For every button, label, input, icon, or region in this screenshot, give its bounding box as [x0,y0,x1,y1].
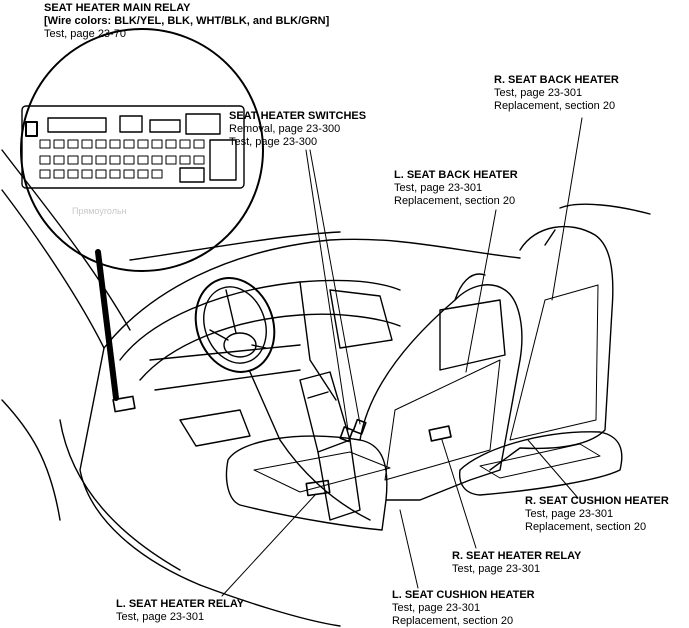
switch-left [339,426,354,443]
leader-l-back [465,209,497,373]
l-back-title: L. SEAT BACK HEATER [394,169,518,181]
switch-right [352,418,367,435]
leader-l-cushion [399,509,419,589]
steering-wheel [194,277,281,441]
leader-r-cushion [527,439,579,499]
switches-removal: Removal, page 23-300 [229,123,341,135]
l-relay-title: L. SEAT HEATER RELAY [116,598,245,610]
r-back-test: Test, page 23-301 [494,87,583,99]
fuse-box-outline [21,105,245,189]
l-cushion-test: Test, page 23-301 [392,602,481,614]
r-relay-label: R. SEAT HEATER RELAY Test, page 23-301 [452,550,581,576]
switches-title: SEAT HEATER SWITCHES [229,110,367,122]
main-relay-label: SEAT HEATER MAIN RELAY [Wire colors: BLK… [44,2,329,41]
l-cushion-title: L. SEAT CUSHION HEATER [392,589,535,601]
switches-test: Test, page 23-300 [229,136,318,148]
main-relay-box [112,395,136,413]
r-relay-title: R. SEAT HEATER RELAY [452,550,582,562]
r-back-heater-label: R. SEAT BACK HEATER Test, page 23-301 Re… [494,74,619,113]
main-relay-highlight [25,121,38,137]
leader-r-back [551,117,583,301]
watermark-text: Прямоугольн [72,206,127,216]
magnifier-circle [20,28,264,272]
main-relay-test: Test, page 23-70 [44,28,126,40]
right-seat [458,225,623,496]
relay-boxes [112,395,452,497]
r-back-replacement: Replacement, section 20 [494,100,616,112]
r-cushion-test: Test, page 23-301 [525,508,614,520]
l-cushion-heater-label: L. SEAT CUSHION HEATER Test, page 23-301… [392,589,535,628]
leader-switches-1 [305,149,349,431]
main-relay-title: SEAT HEATER MAIN RELAY [44,2,191,14]
leader-switches-2 [309,149,361,425]
l-back-replacement: Replacement, section 20 [394,195,516,207]
leader-l-relay [221,493,317,597]
leader-lines [221,117,583,597]
left-seat [225,273,523,531]
r-cushion-heater-label: R. SEAT CUSHION HEATER Test, page 23-301… [525,495,669,534]
car-body [1,149,651,627]
dashboard [119,279,401,447]
l-relay-box [305,479,331,497]
r-cushion-replacement: Replacement, section 20 [525,521,647,533]
l-relay-test: Test, page 23-301 [116,611,205,623]
r-relay-test: Test, page 23-301 [452,563,541,575]
fuse-rows [39,139,205,179]
r-relay-box [428,425,452,442]
r-cushion-title: R. SEAT CUSHION HEATER [525,495,669,507]
r-back-title: R. SEAT BACK HEATER [494,74,619,86]
l-relay-label: L. SEAT HEATER RELAY Test, page 23-301 [116,598,244,624]
center-console [279,371,371,521]
fuse-box-detail [20,28,264,272]
switches-label: SEAT HEATER SWITCHES Removal, page 23-30… [229,110,366,149]
l-back-heater-label: L. SEAT BACK HEATER Test, page 23-301 Re… [394,169,518,208]
main-relay-pointer [95,249,119,401]
main-relay-wire-colors: [Wire colors: BLK/YEL, BLK, WHT/BLK, and… [44,15,330,27]
l-cushion-replacement: Replacement, section 20 [392,615,514,627]
leader-r-relay [441,439,477,549]
l-back-test: Test, page 23-301 [394,182,483,194]
